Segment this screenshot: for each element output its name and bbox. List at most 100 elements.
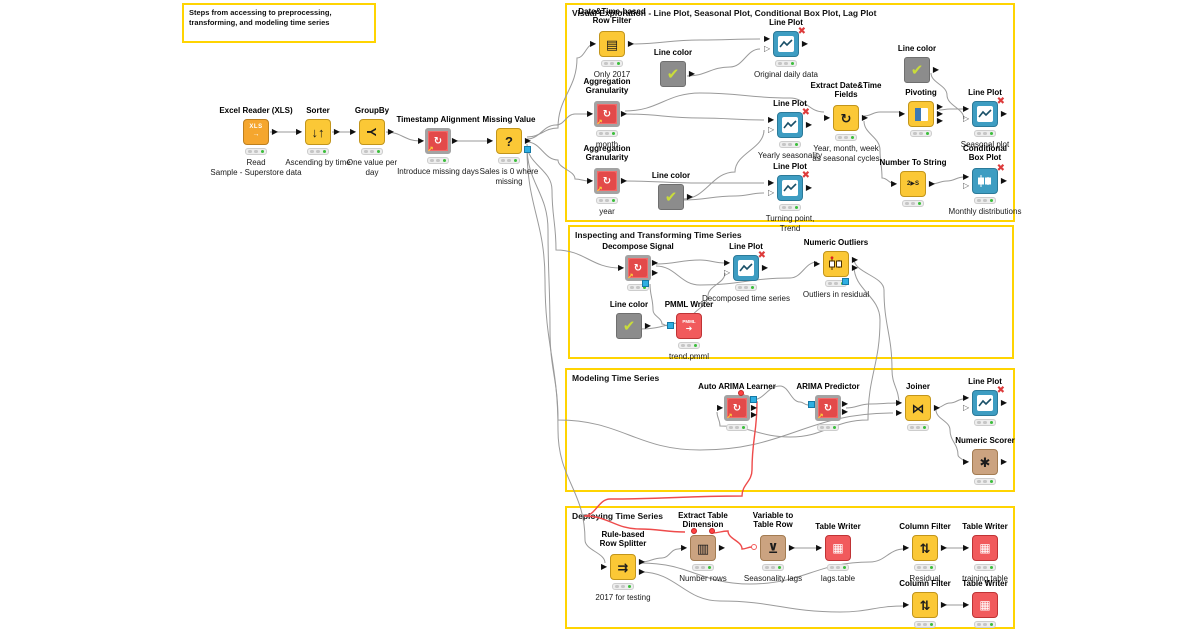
agg-granularity-month-icon: ↻↗▶▶: [587, 101, 627, 127]
port-triangle: ▶: [851, 263, 858, 272]
line-plot-seasonal-icon: ✖▶▷▶: [963, 96, 1007, 127]
model-port-blue: [667, 322, 674, 329]
error-x-icon: ✖: [996, 163, 1005, 174]
node-sublabel: 2017 for testing: [595, 593, 651, 602]
status-traffic-light: [817, 424, 839, 431]
port-triangle: ▶: [524, 136, 531, 145]
box-plot-icon: [973, 169, 997, 193]
port-triangle: ▶: [963, 393, 970, 402]
port-triangle: ▶: [903, 543, 910, 552]
status-traffic-light: [974, 197, 996, 204]
node-sublabel: Original daily data: [753, 70, 819, 79]
node-label: Table Writer: [815, 522, 861, 531]
port-triangle: ▶: [451, 136, 458, 145]
node-label: Joiner: [905, 382, 930, 391]
checkmark-icon: ✔: [622, 317, 636, 335]
port-triangle: ▶: [896, 408, 903, 417]
node-label: Column Filter: [899, 579, 951, 588]
checkmark-icon: ✔: [910, 61, 924, 79]
port-triangle: ▶: [891, 179, 898, 188]
port-triangle: ▶: [764, 34, 771, 43]
status-traffic-light: [678, 342, 700, 349]
auto-arima-learner-icon: ↻↗▶▶▶: [717, 390, 757, 421]
port-triangle: ▶: [688, 69, 695, 78]
annotation-title-visual-exploration: Visual Exploration - Line Plot, Seasonal…: [572, 8, 877, 18]
line-color-inspect-icon: ✔▶: [616, 313, 651, 339]
port-triangle: ▶: [651, 258, 658, 267]
node-label: Line color: [653, 48, 693, 57]
excel-reader-icon: XLS→▶: [243, 119, 278, 145]
model-port-blue: [642, 280, 649, 287]
node-label: Table Writer: [962, 522, 1008, 531]
port-triangle: ▶: [963, 172, 970, 181]
port-triangle: ▶: [681, 543, 688, 552]
port-triangle: ▶: [963, 600, 970, 609]
component-clock-icon: ↻: [598, 105, 616, 123]
port-triangle: ▶: [587, 109, 594, 118]
decompose-signal-icon: ↻↗▶▶▶: [618, 255, 658, 287]
node-label: Aggregation Granularity: [583, 77, 631, 95]
port-triangle: ▶: [861, 113, 868, 122]
arima-predictor-icon: ↻↗▶▶: [808, 395, 848, 421]
status-traffic-light: [779, 204, 801, 211]
node-label: Table Writer: [962, 579, 1008, 588]
node-sublabel: Monthly distributions: [948, 207, 1022, 216]
port-triangle: ▶: [1000, 398, 1007, 407]
port-triangle: ▶: [903, 600, 910, 609]
checkmark-icon: ✔: [664, 188, 678, 206]
status-traffic-light: [245, 148, 267, 155]
node-sublabel: training.table: [962, 574, 1008, 583]
port-triangle: ▶: [627, 39, 634, 48]
port-triangle: ▶: [936, 116, 943, 125]
port-triangle: ▶: [1000, 457, 1007, 466]
port-triangle: ▶: [601, 562, 608, 571]
flow-variable-port-open: [751, 544, 757, 550]
status-traffic-light: [914, 564, 936, 571]
port-triangle: ▶: [1000, 176, 1007, 185]
table-writer-deployment-glyph-icon: ▦: [979, 598, 991, 612]
variable-to-table-row-glyph-icon: ⊻: [767, 540, 779, 556]
node-sublabel: Seasonal plot: [960, 140, 1010, 149]
port-triangle: ▶: [638, 557, 645, 566]
port-triangle: ▶: [761, 263, 768, 272]
status-traffic-light: [307, 148, 329, 155]
missing-value-glyph-icon: ?: [505, 133, 513, 149]
node-label: Date&Time-based Row Filter: [578, 7, 646, 25]
optional-input-port: ▷: [724, 268, 731, 277]
port-triangle: ▶: [487, 136, 494, 145]
pivoting-icon: ▶▶▶▶: [899, 101, 943, 127]
node-label: Numeric Outliers: [803, 238, 869, 247]
port-triangle: ▶: [805, 120, 812, 129]
line-chart-icon: [782, 117, 798, 133]
flow-variable-port: [691, 528, 697, 534]
error-x-icon: ✖: [801, 170, 810, 181]
error-x-icon: ✖: [801, 107, 810, 118]
port-triangle: ▶: [928, 179, 935, 188]
table-writer-training-icon: ▦▶: [963, 535, 998, 561]
port-triangle: ▶: [686, 192, 693, 201]
status-traffic-light: [914, 621, 936, 628]
conditional-box-plot-icon: ✖▶▷▶: [963, 163, 1007, 194]
node-label: Column Filter: [899, 522, 951, 531]
port-triangle: ▶: [768, 178, 775, 187]
port-triangle: ▶: [814, 259, 821, 268]
status-traffic-light: [762, 564, 784, 571]
node-label: Variable to Table Row: [752, 511, 794, 529]
port-triangle: ▶: [801, 39, 808, 48]
annotation-note[interactable]: Steps from accessing to preprocessing, t…: [182, 3, 376, 43]
node-sublabel: year: [599, 207, 615, 216]
node-label: PMML Writer: [664, 300, 714, 309]
error-x-icon: ✖: [996, 96, 1005, 107]
extract-datetime-fields-glyph-icon: ↻: [840, 110, 852, 126]
model-port-blue: [842, 278, 849, 285]
status-traffic-light: [427, 157, 449, 164]
node-sublabel: Turning point, Trend: [765, 214, 815, 233]
extract-table-dimension-icon: ▥▶▶: [681, 528, 725, 561]
pivot-table-icon: [915, 108, 928, 121]
port-triangle: ▶: [933, 403, 940, 412]
rule-based-row-splitter-glyph-icon: ⇉: [617, 559, 629, 575]
node-sublabel: Residual: [909, 574, 941, 583]
node-label: Timestamp Alignment: [396, 115, 480, 124]
model-port-blue: [808, 401, 815, 408]
number-to-string-icon: 2▶S▶▶: [891, 171, 935, 197]
